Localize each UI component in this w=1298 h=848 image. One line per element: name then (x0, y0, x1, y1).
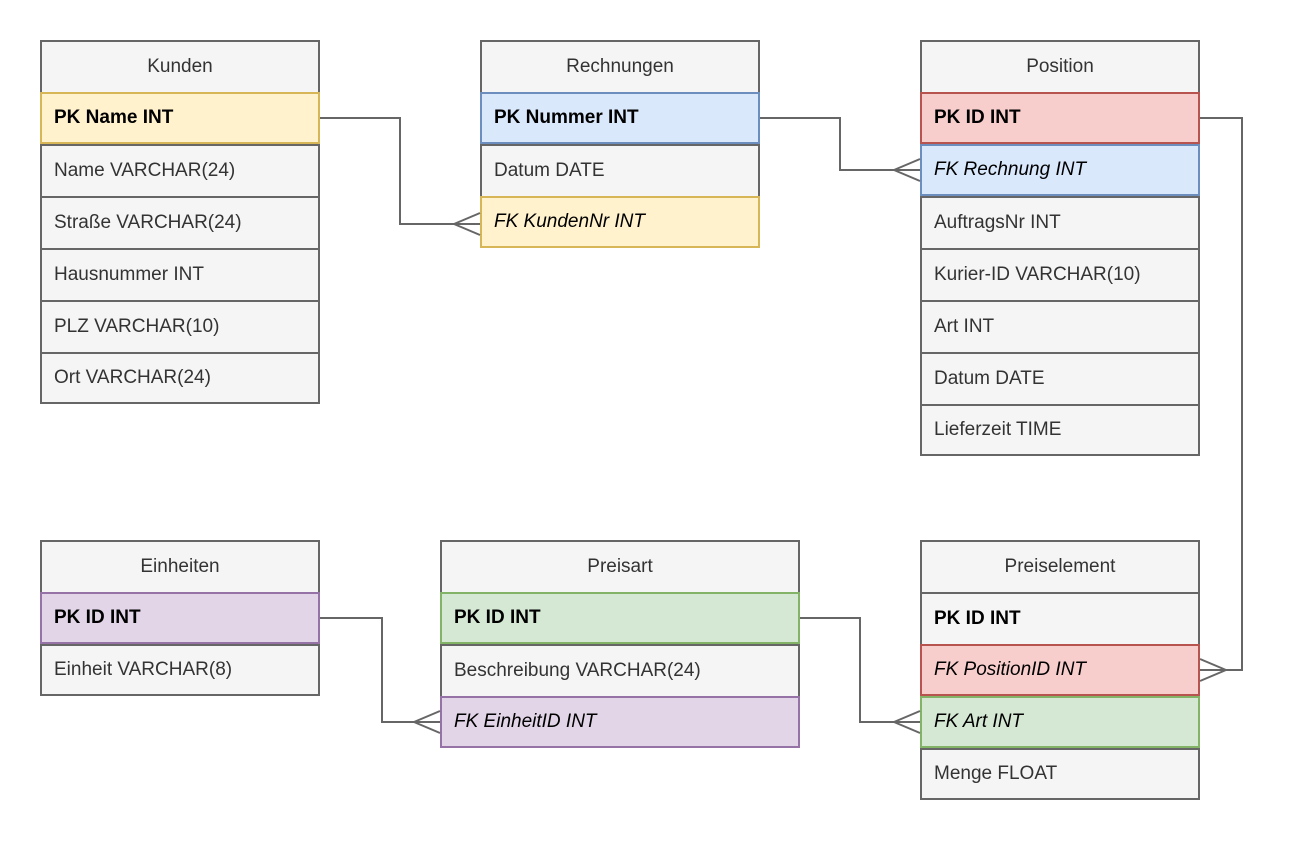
table-title-position[interactable]: Position (920, 40, 1200, 92)
table-row-kunden-attribute[interactable]: Hausnummer INT (40, 248, 320, 300)
table-row-preisart-fk[interactable]: FK EinheitID INT (440, 696, 800, 748)
crows-foot-many-icon (893, 158, 921, 182)
crows-foot-many-icon (893, 710, 921, 734)
table-row-preiselement-fk[interactable]: FK Art INT (920, 696, 1200, 748)
table-row-rechnungen-fk[interactable]: FK KundenNr INT (480, 196, 760, 248)
table-row-einheiten-pk[interactable]: PK ID INT (40, 592, 320, 644)
table-row-kunden-attribute[interactable]: Name VARCHAR(24) (40, 144, 320, 196)
table-row-position-fk[interactable]: FK Rechnung INT (920, 144, 1200, 196)
crows-foot-many-icon (413, 710, 441, 734)
relationship-einheiten-preisart[interactable] (320, 617, 441, 734)
crows-foot-many-icon (453, 212, 481, 236)
table-row-rechnungen-pk[interactable]: PK Nummer INT (480, 92, 760, 144)
table-title-kunden[interactable]: Kunden (40, 40, 320, 92)
table-row-einheiten-attribute[interactable]: Einheit VARCHAR(8) (40, 644, 320, 696)
table-row-preiselement-attribute[interactable]: Menge FLOAT (920, 748, 1200, 800)
relationship-line[interactable] (320, 117, 480, 225)
table-row-position-attribute[interactable]: Kurier-ID VARCHAR(10) (920, 248, 1200, 300)
table-row-kunden-attribute[interactable]: Ort VARCHAR(24) (40, 352, 320, 404)
relationship-position-preiselement[interactable] (1199, 117, 1243, 682)
relationship-line[interactable] (760, 117, 920, 171)
relationship-rechnungen-position[interactable] (760, 117, 921, 182)
table-row-kunden-pk[interactable]: PK Name INT (40, 92, 320, 144)
table-row-kunden-attribute[interactable]: Straße VARCHAR(24) (40, 196, 320, 248)
table-title-preiselement[interactable]: Preiselement (920, 540, 1200, 592)
relationship-kunden-rechnungen[interactable] (320, 117, 481, 236)
table-row-position-attribute[interactable]: Datum DATE (920, 352, 1200, 404)
table-title-preisart[interactable]: Preisart (440, 540, 800, 592)
crows-foot-many-icon (1199, 658, 1227, 682)
relationship-line[interactable] (320, 617, 440, 723)
table-row-rechnungen-attribute[interactable]: Datum DATE (480, 144, 760, 196)
relationship-line[interactable] (800, 617, 920, 723)
relationship-preisart-preiselement[interactable] (800, 617, 921, 734)
table-row-position-attribute[interactable]: Lieferzeit TIME (920, 404, 1200, 456)
table-row-preiselement-fk[interactable]: FK PositionID INT (920, 644, 1200, 696)
table-row-kunden-attribute[interactable]: PLZ VARCHAR(10) (40, 300, 320, 352)
table-row-preiselement-pk[interactable]: PK ID INT (920, 592, 1200, 644)
table-row-position-attribute[interactable]: Art INT (920, 300, 1200, 352)
table-title-einheiten[interactable]: Einheiten (40, 540, 320, 592)
table-row-position-attribute[interactable]: AuftragsNr INT (920, 196, 1200, 248)
table-title-rechnungen[interactable]: Rechnungen (480, 40, 760, 92)
table-row-position-pk[interactable]: PK ID INT (920, 92, 1200, 144)
table-row-preisart-attribute[interactable]: Beschreibung VARCHAR(24) (440, 644, 800, 696)
relationship-line[interactable] (1200, 117, 1243, 671)
table-row-preisart-pk[interactable]: PK ID INT (440, 592, 800, 644)
